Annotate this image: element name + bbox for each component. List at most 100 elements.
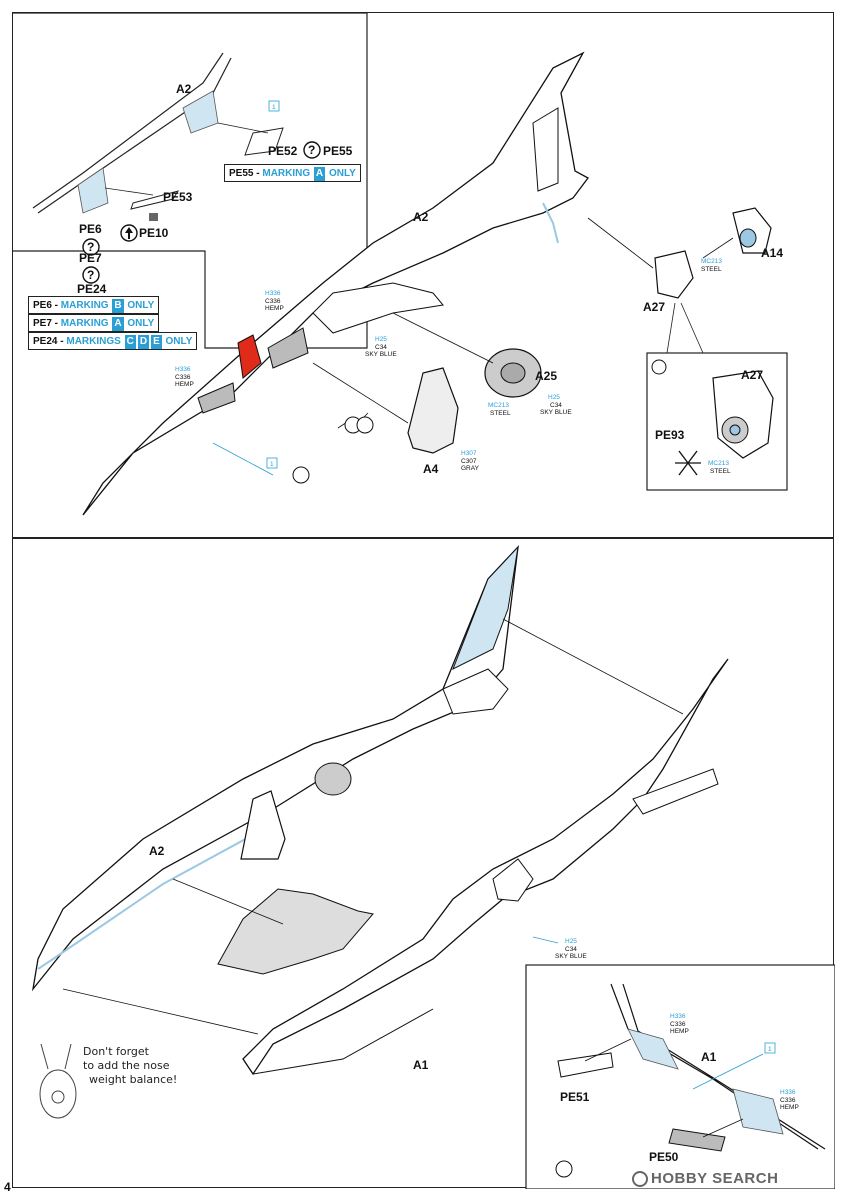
inset-panel-lower	[732, 1088, 784, 1135]
paint-num: C307	[461, 458, 477, 465]
bulkhead-a4	[240, 790, 286, 860]
page-number: 4	[4, 1180, 11, 1194]
inset-pe53-part	[130, 190, 180, 210]
paint-leader	[212, 442, 274, 476]
rotate-icon	[555, 1160, 573, 1178]
paint-num: C336	[265, 298, 281, 305]
inset-pe51-part	[557, 1052, 614, 1078]
top-diagram: A2 1 PE52 ? PE55 PE53 PE6 ? PE10 PE7 ? P…	[13, 13, 788, 516]
intake-a1	[492, 858, 534, 902]
watermark: HOBBY SEARCH	[632, 1170, 778, 1188]
paint-name: SKY BLUE	[555, 953, 587, 960]
label-a25: A25	[535, 369, 557, 383]
note-pe6: PE6 - MARKING B ONLY	[28, 296, 160, 314]
svg-text:?: ?	[308, 143, 315, 157]
paint-code: H336	[175, 366, 191, 373]
paint-code: H25	[565, 938, 577, 945]
assembly-line	[702, 237, 734, 259]
paint-name: SKY BLUE	[540, 409, 572, 416]
inset-leader	[104, 187, 154, 196]
tail-fairing	[442, 668, 509, 715]
fin-skyblue	[452, 545, 519, 671]
question-icon	[82, 238, 100, 256]
inset-label-pe52: PE52	[268, 144, 298, 158]
inset-label-pe24: PE24	[77, 282, 107, 296]
part-a27	[654, 250, 694, 299]
bottom-step-panel: A2 A1 H25 C34 SKY BLUE Don't forget to a…	[12, 538, 835, 1189]
label-a2: A2	[413, 210, 429, 224]
inset-label-a2: A2	[176, 82, 192, 96]
paint-code: H336	[670, 1013, 686, 1020]
paint-num: C34	[550, 402, 562, 409]
skyblue-strip	[37, 823, 274, 970]
hemp-panel-upper	[267, 327, 309, 369]
inset-label-pe53: PE53	[163, 190, 193, 204]
inset-pe52-part	[244, 127, 284, 156]
assembly-line	[172, 878, 284, 925]
inset-label-pe7: PE7	[79, 251, 102, 265]
step-box	[266, 457, 278, 469]
inset-label-pe6: PE6	[79, 222, 102, 236]
paint-name: STEEL	[701, 266, 722, 273]
paint-code: H336	[780, 1089, 796, 1096]
inset-panel-lower	[77, 167, 109, 214]
paint-name: STEEL	[710, 468, 731, 475]
paint-name: STEEL	[490, 410, 511, 417]
detail-label-pe93: PE93	[655, 428, 685, 442]
hemp-panel-lower	[197, 382, 236, 414]
note-line-3: weight balance!	[89, 1073, 177, 1086]
inset-leader	[217, 122, 269, 134]
inset-frame	[525, 964, 835, 1189]
step-number: 1	[270, 461, 274, 468]
inset-step-number: 1	[272, 104, 276, 111]
inset-panel-upper	[627, 1028, 679, 1070]
label-a2: A2	[149, 844, 165, 858]
detail-label-a27: A27	[741, 368, 763, 382]
note-pe55: PE55 - MARKING A ONLY	[224, 164, 361, 182]
inset-label-pe10: PE10	[139, 226, 169, 240]
note-line-2: to add the nose	[83, 1059, 170, 1072]
paint-code: H25	[548, 394, 560, 401]
paint-name: HEMP	[265, 305, 284, 312]
inset-step-number: 1	[768, 1046, 772, 1053]
cockpit-tub	[217, 888, 374, 975]
paint-code: MC213	[708, 460, 729, 467]
rabbit-mascot-icon	[39, 1043, 77, 1119]
rotate-icon	[651, 359, 667, 375]
label-a1: A1	[413, 1058, 429, 1072]
note-pe7: PE7 - MARKING A ONLY	[28, 314, 160, 332]
paint-name: GRAY	[461, 465, 480, 472]
tailplane	[632, 768, 719, 815]
top-step-panel: A2 1 PE52 ? PE55 PE53 PE6 ? PE10 PE7 ? P…	[12, 12, 834, 538]
cement-icon	[356, 416, 374, 434]
assembly-line	[62, 988, 259, 1035]
watermark-logo-icon	[632, 1171, 648, 1188]
paint-code: MC213	[701, 258, 722, 265]
inset-pe50-part	[668, 1128, 726, 1152]
paint-code: H336	[265, 290, 281, 297]
skyblue-strip	[542, 202, 559, 244]
part-a4	[407, 367, 459, 454]
paint-name: HEMP	[670, 1028, 689, 1035]
paint-name: HEMP	[780, 1104, 799, 1111]
paint-code: MC213	[488, 402, 509, 409]
svg-text:?: ?	[87, 240, 94, 254]
intake-area	[312, 282, 444, 334]
inset-step-box	[764, 1042, 776, 1054]
note-line-1: Don't forget	[83, 1045, 150, 1058]
inset-canopy-frame	[32, 52, 232, 214]
paint-name: HEMP	[175, 381, 194, 388]
paint-code: H25	[375, 336, 387, 343]
inset-label-pe55: PE55	[323, 144, 353, 158]
inset-label-pe50: PE50	[649, 1150, 679, 1164]
question-icon	[82, 266, 100, 284]
red-part	[237, 334, 262, 379]
label-a14: A14	[761, 246, 783, 260]
paint-num: C336	[670, 1021, 686, 1028]
inset-pe10-part	[149, 213, 158, 221]
question-icon	[303, 141, 321, 159]
paint-name: SKY BLUE	[365, 351, 397, 358]
assembly-line	[392, 312, 494, 364]
fuselage-half-a1	[242, 658, 729, 1076]
